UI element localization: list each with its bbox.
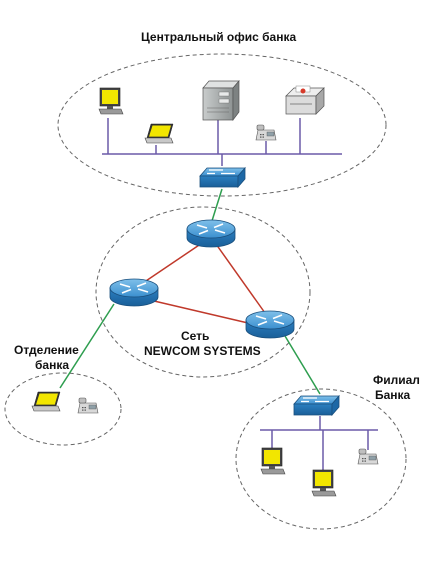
router-icon xyxy=(186,219,236,248)
filial-boundary xyxy=(235,388,407,530)
network-label-line2: NEWCOM SYSTEMS xyxy=(144,344,261,358)
network-core-boundary xyxy=(95,206,311,378)
router-links xyxy=(136,236,271,324)
router-icon xyxy=(109,278,159,307)
central-office-boundary xyxy=(57,53,387,197)
pc-icon xyxy=(260,447,286,475)
server-icon xyxy=(202,80,240,122)
filial-label-line2: Банка xyxy=(375,388,411,402)
ip-phone-icon xyxy=(77,397,99,414)
access-links xyxy=(59,188,321,395)
filial-label-line1: Филиал xyxy=(373,373,420,387)
central-office-label: Центральный офис банка xyxy=(141,30,297,44)
network-label-line1: Сеть xyxy=(181,329,210,343)
branch-office-label-line1: Отделение xyxy=(14,343,79,357)
ip-phone-icon xyxy=(255,124,277,141)
ip-phone-icon xyxy=(357,448,379,465)
router-icon xyxy=(245,310,295,339)
laptop-icon xyxy=(144,123,174,144)
branch-office-boundary xyxy=(4,372,122,446)
switch-icon xyxy=(293,395,340,416)
filial-lan-bus xyxy=(260,416,378,470)
pc-icon xyxy=(311,469,337,497)
branch-office-label-line2: банка xyxy=(35,358,70,372)
switch-icon xyxy=(199,167,246,188)
pc-icon xyxy=(98,87,124,115)
printer-icon xyxy=(285,85,325,115)
central-lan-bus xyxy=(102,118,342,166)
laptop-icon xyxy=(31,391,61,412)
